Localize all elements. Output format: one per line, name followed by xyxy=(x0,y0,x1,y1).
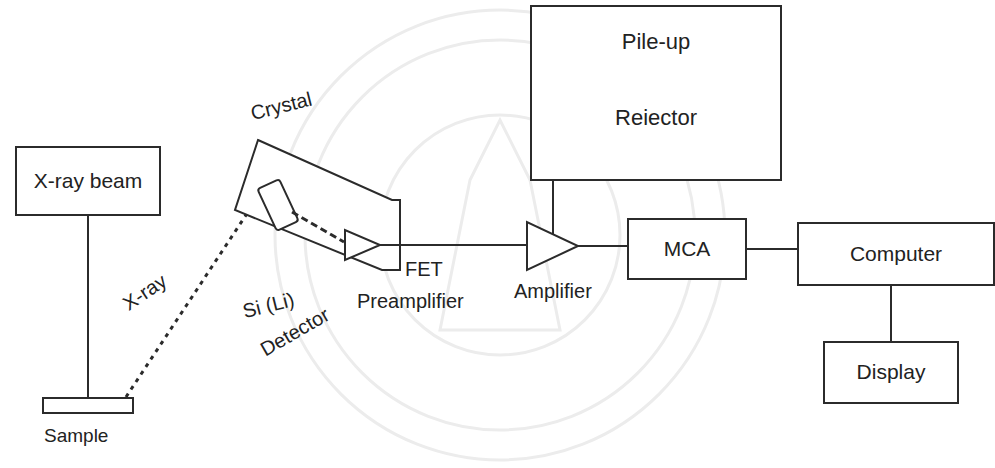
node-text: Amplifier xyxy=(514,280,592,303)
node-text: Display xyxy=(857,360,926,384)
edge-label: X-ray xyxy=(117,268,173,316)
part-label: FET xyxy=(405,258,443,281)
housing-outline xyxy=(235,140,400,270)
detector-housing: Crystal xyxy=(232,100,407,280)
connector-line xyxy=(552,181,554,234)
node-text: X-ray beam xyxy=(34,169,143,193)
computer-box: Computer xyxy=(797,222,995,286)
amplifier-triangle xyxy=(527,222,578,270)
node-text: MCA xyxy=(664,237,711,261)
connector-line xyxy=(578,245,627,247)
sample-plate: Sample xyxy=(42,397,142,453)
part-label: Preamplifier xyxy=(357,290,464,313)
connector-line xyxy=(400,244,527,246)
signal-line xyxy=(292,212,344,242)
sample-rect xyxy=(43,398,133,413)
amplifier-symbol: Amplifier xyxy=(506,222,616,308)
connector-line xyxy=(890,286,892,341)
node-text: Crystal xyxy=(248,88,314,125)
node-text: Reiector xyxy=(532,105,780,130)
node-text: Pile-up xyxy=(532,29,780,54)
fet-preamp-symbol xyxy=(345,230,380,260)
display-box: Display xyxy=(823,341,959,404)
connector-line xyxy=(747,248,797,250)
part-label: Si (Li) xyxy=(240,288,296,323)
amplifier-drawing xyxy=(506,222,616,272)
detector-drawing xyxy=(232,100,407,280)
crystal-symbol xyxy=(257,179,298,231)
mca-box: MCA xyxy=(627,218,747,280)
connector-line xyxy=(87,216,89,398)
sample-drawing xyxy=(42,397,142,415)
signal-line xyxy=(380,244,400,246)
rejector-box: Pile-upReiector xyxy=(530,5,782,181)
source-box: X-ray beam xyxy=(15,146,161,216)
node-text: Sample xyxy=(44,425,108,447)
node-text: Computer xyxy=(850,242,942,266)
